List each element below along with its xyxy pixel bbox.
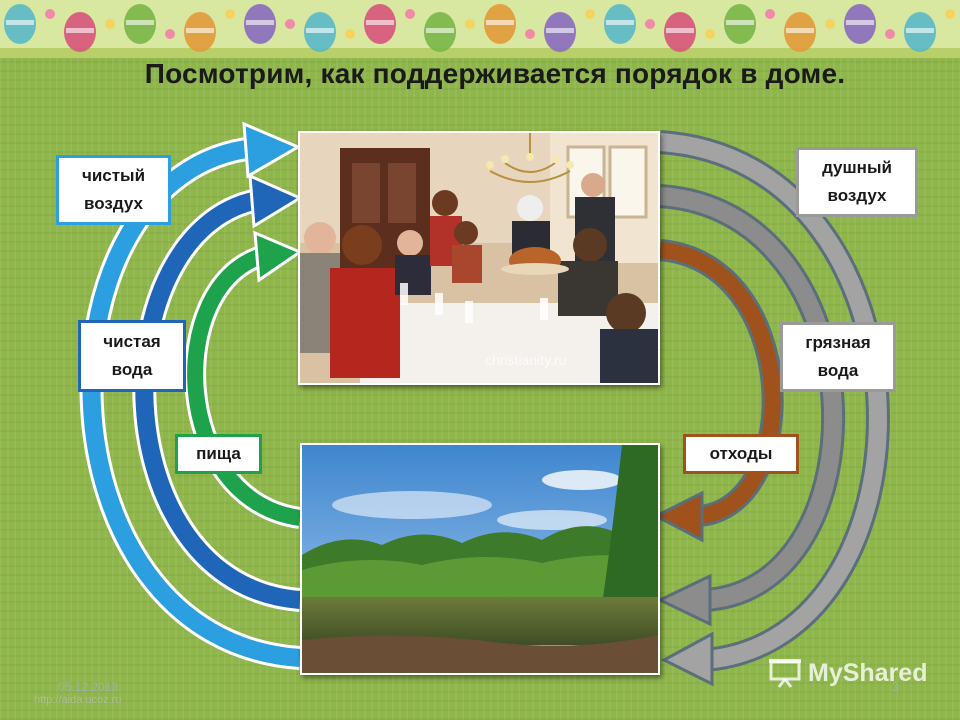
decorative-egg-band (666, 28, 694, 33)
decorative-flower (225, 9, 235, 19)
stuffy-air-label-line1: душный (822, 158, 892, 177)
decorative-egg-band (186, 28, 214, 33)
decorative-flower (825, 19, 835, 29)
decorative-egg-band (126, 20, 154, 25)
decorative-top-border (0, 0, 960, 58)
decorative-egg-band (546, 28, 574, 33)
decorative-flower (525, 29, 535, 39)
clean-water-arrowhead (248, 173, 304, 229)
stuffy-air-label-line2: воздух (827, 186, 887, 205)
decorative-flower (645, 19, 655, 29)
waste-label-text: отходы (709, 444, 773, 463)
decorative-egg-band (246, 20, 274, 25)
footer-page-number: 3 (892, 680, 899, 694)
dirty-water-arrowhead (656, 573, 712, 627)
decorative-flower (945, 9, 955, 19)
decorative-flower (285, 19, 295, 29)
presentation-icon (769, 659, 801, 688)
dirty-water-label-line2: вода (817, 361, 859, 380)
decorative-egg-band (906, 28, 934, 33)
decorative-flower (345, 29, 355, 39)
decorative-flower (885, 29, 895, 39)
food-label: пища (175, 434, 262, 474)
food-arrowhead (253, 230, 304, 283)
clean-air-label-line1: чистый (81, 166, 146, 185)
decorative-flower (105, 19, 115, 29)
clean-water-label-line1: чистая (103, 332, 161, 351)
decorative-egg-band (486, 20, 514, 25)
dirty-water-label-line1: грязная (805, 333, 871, 352)
family-dinner-photo: christianity.ru (298, 131, 660, 385)
food-label-text: пища (196, 444, 241, 463)
decorative-egg-band (306, 28, 334, 33)
photo-watermark: christianity.ru (485, 352, 566, 368)
clean-water-label: чистая вода (78, 320, 186, 392)
myshared-logo[interactable]: MyShared (768, 656, 927, 690)
waste-arrowhead (652, 490, 704, 543)
decorative-flower (405, 9, 415, 19)
dirty-water-label: грязная вода (780, 322, 896, 392)
decorative-flower (585, 9, 595, 19)
clean-air-label-line2: воздух (84, 194, 143, 213)
lake-landscape-photo (300, 443, 660, 675)
stuffy-air-label: душный воздух (796, 147, 918, 217)
decorative-flower (165, 29, 175, 39)
decorative-egg-band (846, 20, 874, 25)
decorative-egg-band (66, 28, 94, 33)
decorative-flower (465, 19, 475, 29)
decorative-flower (45, 9, 55, 19)
decorative-egg-band (366, 20, 394, 25)
decorative-egg-band (726, 20, 754, 25)
decorative-egg-band (606, 20, 634, 25)
footer-url[interactable]: http://aida.ucoz.ru (34, 694, 122, 706)
brand-name: MyShared (808, 658, 928, 687)
decorative-flower (705, 29, 715, 39)
clean-water-label-line2: вода (111, 360, 153, 379)
decorative-egg-band (426, 28, 454, 33)
clean-air-label: чистый воздух (56, 155, 171, 225)
slide-title: Посмотрим, как поддерживается порядок в … (144, 58, 846, 89)
decorative-egg-band (6, 20, 34, 25)
footer-date: 05.12.2013 (58, 680, 119, 694)
decorative-egg-band (786, 28, 814, 33)
clean-air-arrowhead (242, 121, 302, 179)
waste-label: отходы (683, 434, 799, 474)
decorative-flower (765, 9, 775, 19)
stuffy-air-arrowhead (660, 631, 714, 687)
